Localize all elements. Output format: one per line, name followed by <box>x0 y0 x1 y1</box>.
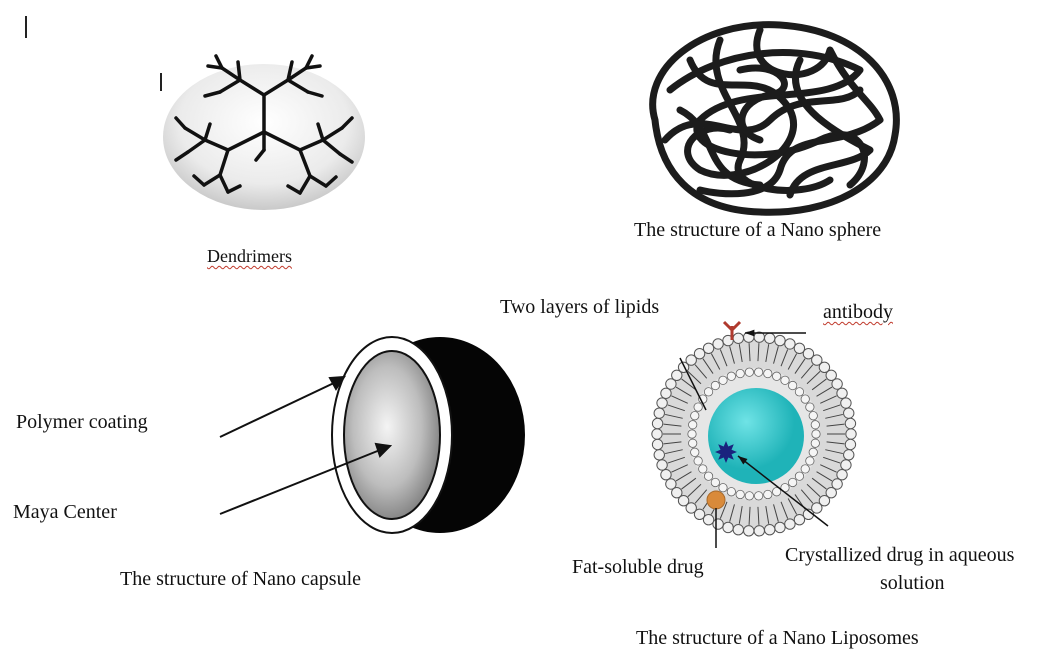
crystallized-drug-label-line2: solution <box>880 571 944 595</box>
nano-sphere-caption: The structure of a Nano sphere <box>634 218 881 242</box>
antibody-label: antibody <box>823 300 893 324</box>
crystallized-drug-label-line1: Crystallized drug in aqueous <box>785 543 1014 567</box>
two-layers-lipids-label: Two layers of lipids <box>500 295 659 319</box>
maya-center-label: Maya Center <box>13 500 117 524</box>
fat-soluble-drug-label: Fat-soluble drug <box>572 555 704 579</box>
nano-capsule-caption: The structure of Nano capsule <box>120 567 361 591</box>
nano-liposomes-caption: The structure of a Nano Liposomes <box>636 626 919 650</box>
dendrimers-label: Dendrimers <box>207 244 292 268</box>
polymer-coating-label: Polymer coating <box>16 410 148 434</box>
